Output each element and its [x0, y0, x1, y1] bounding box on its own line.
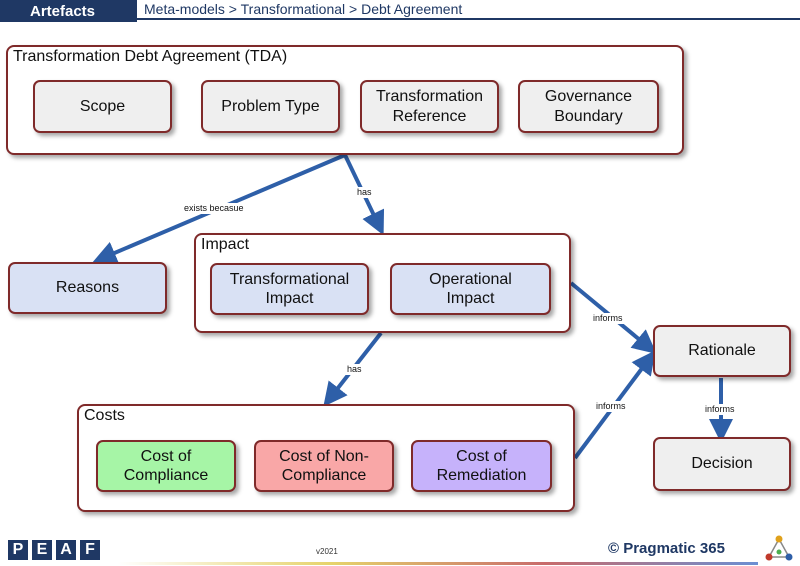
peaf-logo: P E A F	[8, 540, 100, 560]
node-cost-of-non-compliance[interactable]: Cost of Non- Compliance	[254, 440, 394, 492]
footer-gradient-bar	[118, 562, 758, 565]
node-governance-boundary[interactable]: Governance Boundary	[518, 80, 659, 133]
peaf-logo-letter: F	[80, 540, 100, 560]
node-decision[interactable]: Decision	[653, 437, 791, 491]
node-transformation-reference[interactable]: Transformation Reference	[360, 80, 499, 133]
node-cost-of-remediation[interactable]: Cost of Remediation	[411, 440, 552, 492]
edge-label-has-impact: has	[355, 187, 374, 198]
edge-label-exists-because: exists becasue	[182, 203, 246, 214]
edge-label-informs-impact: informs	[591, 313, 625, 324]
breadcrumb[interactable]: Meta-models > Transformational > Debt Ag…	[137, 0, 800, 20]
node-problem-type[interactable]: Problem Type	[201, 80, 340, 133]
node-operational-impact[interactable]: Operational Impact	[390, 263, 551, 315]
network-logo-icon	[765, 535, 793, 561]
peaf-logo-letter: E	[32, 540, 52, 560]
peaf-logo-letter: P	[8, 540, 28, 560]
edge-label-informs-decision: informs	[703, 404, 737, 415]
node-scope[interactable]: Scope	[33, 80, 172, 133]
node-reasons[interactable]: Reasons	[8, 262, 167, 314]
section-title: Artefacts	[0, 0, 137, 22]
version-label: v2021	[316, 547, 338, 556]
node-rationale[interactable]: Rationale	[653, 325, 791, 377]
node-cost-of-compliance[interactable]: Cost of Compliance	[96, 440, 236, 492]
node-transformational-impact[interactable]: Transformational Impact	[210, 263, 369, 315]
edge-label-informs-costs: informs	[594, 401, 628, 412]
tda-title: Transformation Debt Agreement (TDA)	[13, 48, 288, 65]
brand-label: © Pragmatic 365	[608, 540, 725, 557]
edge-label-has-costs: has	[345, 364, 364, 375]
impact-title: Impact	[201, 236, 250, 253]
peaf-logo-letter: A	[56, 540, 76, 560]
costs-title: Costs	[84, 407, 125, 424]
